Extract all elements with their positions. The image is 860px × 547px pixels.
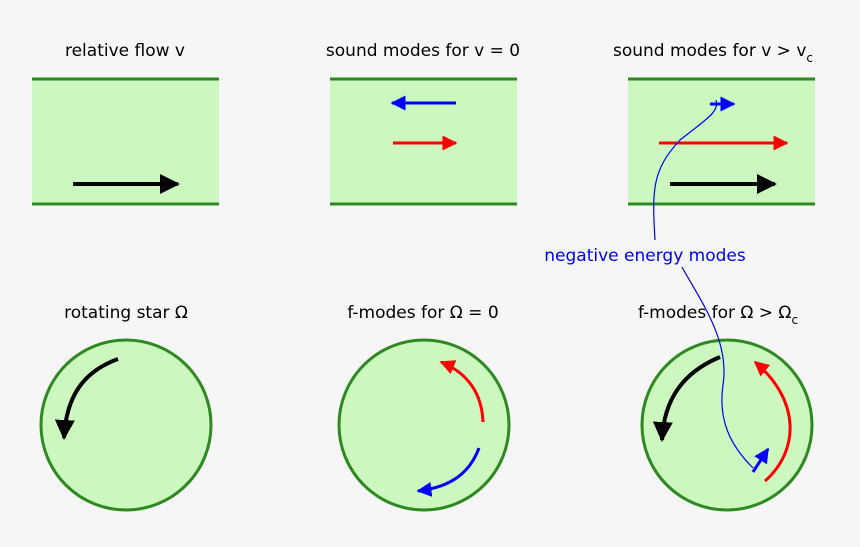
panel-sound-modes-zero: sound modes for v = 0 bbox=[326, 41, 520, 206]
f-mode-blue-arrow bbox=[751, 447, 770, 473]
connector-line-to-f-mode bbox=[681, 266, 754, 469]
rotation-arrow bbox=[54, 357, 119, 440]
f-mode-red-arrow bbox=[753, 360, 792, 483]
f-mode-red-arrow bbox=[439, 360, 485, 423]
panel-title-relative-flow: relative flow v bbox=[65, 41, 185, 61]
panel-title-sound-modes-zero: sound modes for v = 0 bbox=[326, 41, 520, 61]
negative-energy-label: negative energy modes bbox=[544, 246, 746, 266]
rotation-arrow bbox=[652, 355, 721, 442]
star-disk bbox=[640, 338, 814, 512]
panel-f-modes-zero: f-modes for Ω = 0 bbox=[337, 303, 511, 512]
panel-title-subscript: c bbox=[806, 51, 813, 65]
panel-title-main: f-modes for Ω > Ω bbox=[638, 303, 791, 323]
panel-title-subscript: c bbox=[791, 313, 798, 327]
panel-rotating-star: rotating star Ω bbox=[39, 303, 213, 512]
negative-energy-annotation: negative energy modes bbox=[544, 99, 754, 469]
panel-title-f-modes-supercritical: f-modes for Ω > Ωc bbox=[638, 303, 798, 327]
panel-title-sound-modes-supercritical: sound modes for v > vc bbox=[613, 41, 813, 65]
panel-title-f-modes-zero: f-modes for Ω = 0 bbox=[347, 303, 498, 323]
panel-relative-flow: relative flow v bbox=[32, 41, 219, 206]
panel-sound-modes-supercritical: sound modes for v > vc bbox=[613, 41, 815, 206]
panel-title-main: sound modes for v > v bbox=[613, 41, 806, 61]
f-mode-blue-arrow bbox=[416, 447, 481, 497]
star-disk bbox=[337, 338, 511, 512]
panel-f-modes-supercritical: f-modes for Ω > Ωc bbox=[638, 303, 814, 512]
connector-line-to-sound-mode bbox=[653, 99, 718, 241]
panel-title-rotating-star: rotating star Ω bbox=[64, 303, 188, 323]
